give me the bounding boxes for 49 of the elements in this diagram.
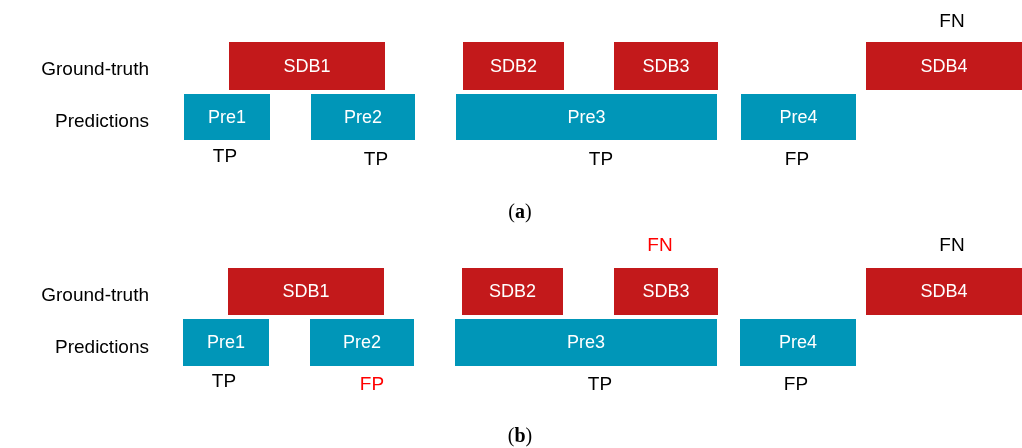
bar-label: Pre1 (208, 106, 246, 128)
ground-truth-bar (614, 42, 718, 90)
ground-truth-bar (866, 268, 1022, 315)
result-label: TP (212, 145, 238, 167)
bar-label: SDB4 (920, 281, 968, 302)
bar-label: SDB1 (283, 55, 331, 77)
result-label: TP (587, 373, 613, 395)
panel-caption: (b) (507, 424, 533, 447)
bar-label: Pre1 (207, 332, 245, 353)
bar-label: Pre4 (779, 106, 818, 128)
ground-truth-bar (228, 268, 384, 315)
row-label: Ground-truth (40, 284, 149, 306)
result-label: FP (359, 373, 385, 395)
result-label: TP (211, 370, 237, 392)
prediction-bar (740, 319, 856, 366)
bar-label: SDB2 (489, 281, 536, 302)
bar-label: Pre2 (344, 106, 382, 128)
bar-label: Pre4 (779, 332, 817, 353)
bar-label: SDB3 (642, 281, 690, 302)
bar-label: Pre3 (567, 332, 605, 353)
result-label: FN (939, 10, 965, 32)
ground-truth-bar (462, 268, 563, 315)
result-label: TP (363, 148, 389, 170)
ground-truth-bar (229, 42, 385, 90)
result-label: FP (783, 373, 809, 395)
ground-truth-bar (614, 268, 718, 315)
row-label: Predictions (54, 110, 149, 132)
result-label: TP (588, 148, 614, 170)
row-label: Ground-truth (40, 58, 149, 80)
ground-truth-bar (866, 42, 1022, 90)
result-label: FP (784, 148, 810, 170)
prediction-bar (741, 94, 856, 140)
ground-truth-bar (463, 42, 564, 90)
bar-label: Pre3 (567, 106, 606, 128)
result-label: FN (647, 234, 673, 256)
prediction-bar (184, 94, 270, 140)
bar-label: SDB4 (920, 55, 968, 77)
row-label: Predictions (54, 336, 149, 358)
prediction-bar (455, 319, 717, 366)
bar-label: SDB3 (642, 55, 690, 77)
result-label: FN (939, 234, 965, 256)
prediction-bar (183, 319, 269, 366)
panel-caption: (a) (508, 200, 532, 223)
bar-label: SDB1 (282, 281, 330, 302)
prediction-bar (456, 94, 717, 140)
bar-label: SDB2 (490, 55, 537, 77)
bar-label: Pre2 (343, 332, 381, 353)
prediction-bar (311, 94, 415, 140)
prediction-bar (310, 319, 414, 366)
